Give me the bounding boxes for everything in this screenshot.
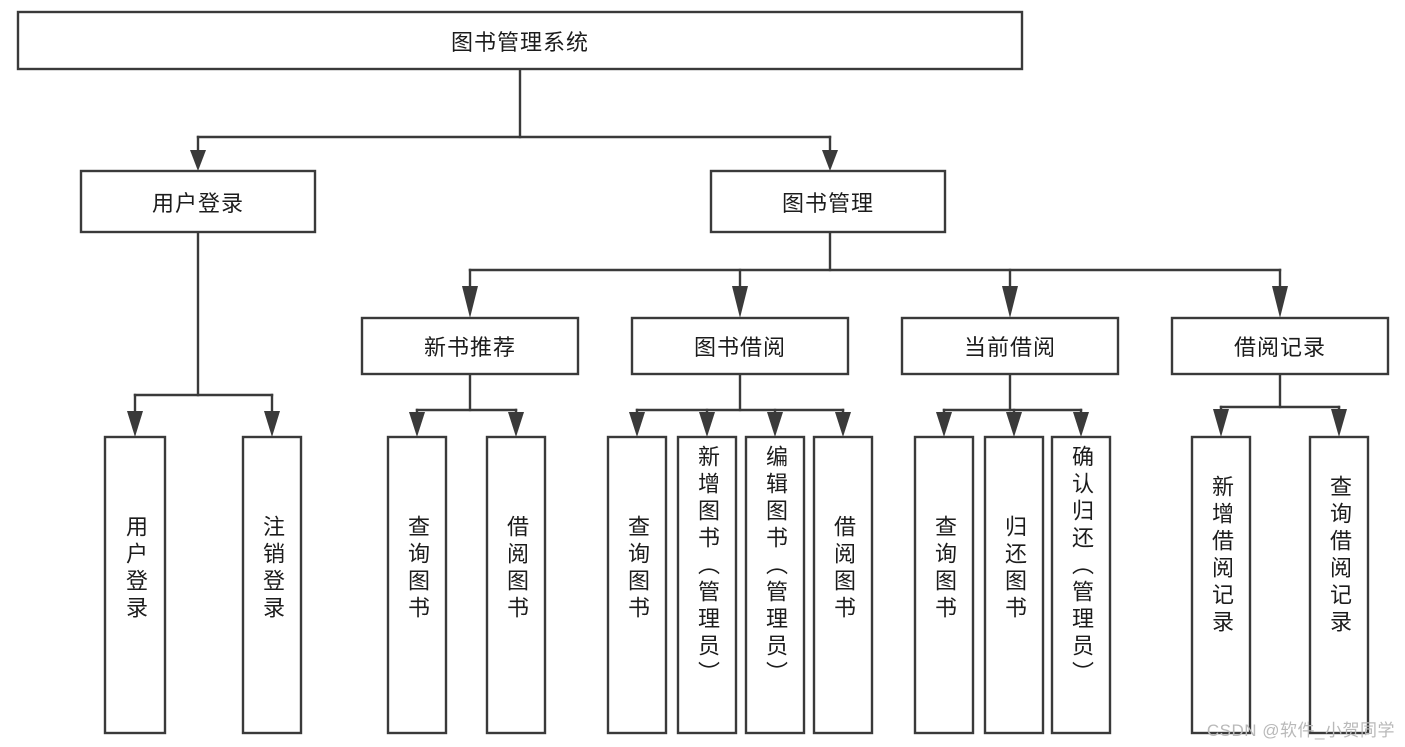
arrow-to-user-logout-action [264,411,280,437]
node-box-root[interactable] [16,10,1024,71]
node-label-records-add: 新增借阅记录 [1192,437,1250,733]
node-label-borrow-add-book: 新增图书（管理员） [678,437,736,733]
connector-group-borrow-records [1213,372,1347,437]
node-box-current-confirm-return[interactable] [1050,435,1112,735]
arrow-to-recommend-borrow-book [508,412,524,437]
connector-group-root [190,67,838,171]
arrow-to-current-return-book [1006,412,1022,437]
node-label-current-confirm-return: 确认归还（管理员） [1052,437,1110,733]
node-box-records-query[interactable] [1308,435,1370,735]
node-box-user-login-action[interactable] [103,435,167,735]
arrow-to-borrow-add-book [699,412,715,437]
arrow-to-book-borrow [732,286,748,318]
node-box-user-login[interactable] [79,169,317,234]
node-box-current-return-book[interactable] [983,435,1045,735]
node-label-borrow-borrow-book: 借阅图书 [814,437,872,733]
node-label-borrow-query-book: 查询图书 [608,437,666,733]
node-label-text: 借阅图书 [504,515,529,623]
arrow-root-to-book-management [822,150,838,171]
node-label-text: 新增图书（管理员） [695,445,720,688]
node-box-user-logout-action[interactable] [241,435,303,735]
node-label-text: 查询图书 [625,515,650,623]
node-box-book-borrow[interactable] [630,316,850,376]
node-label-text: 新增借阅记录 [1209,475,1234,637]
node-label-text: 编辑图书（管理员） [763,445,788,688]
node-label-current-query-book: 查询图书 [915,437,973,733]
node-label-text: 用户登录 [123,515,148,623]
node-label-text: 借阅图书 [831,515,856,623]
connector-group-book-borrow [629,372,851,437]
node-label-borrow-edit-book: 编辑图书（管理员） [746,437,804,733]
node-box-recommend-borrow-book[interactable] [485,435,547,735]
node-box-new-book-recommend[interactable] [360,316,580,376]
node-box-current-borrow[interactable] [900,316,1120,376]
node-box-borrow-records[interactable] [1170,316,1390,376]
connector-group-user-login [127,230,280,437]
arrow-to-borrow-records [1272,286,1288,318]
arrow-to-borrow-query-book [629,412,645,437]
arrow-to-records-add [1213,409,1229,437]
arrow-to-current-borrow [1002,286,1018,318]
connector-group-current-borrow [936,372,1089,437]
node-box-recommend-query-book[interactable] [386,435,448,735]
node-label-records-query: 查询借阅记录 [1310,437,1368,733]
node-label-user-login-action: 用户登录 [105,437,165,733]
arrow-to-borrow-edit-book [767,412,783,437]
node-box-borrow-query-book[interactable] [606,435,668,735]
node-box-current-query-book[interactable] [913,435,975,735]
node-label-text: 查询图书 [405,515,430,623]
node-label-recommend-query-book: 查询图书 [388,437,446,733]
node-label-text: 注销登录 [260,515,285,623]
arrow-to-recommend-query-book [409,412,425,437]
node-label-text: 归还图书 [1002,515,1027,623]
arrow-to-current-confirm-return [1073,412,1089,437]
arrow-to-borrow-borrow-book [835,412,851,437]
connector-group-new-book-recommend [409,372,524,437]
node-box-borrow-add-book[interactable] [676,435,738,735]
node-label-text: 查询图书 [932,515,957,623]
node-box-records-add[interactable] [1190,435,1252,735]
node-label-text: 确认归还（管理员） [1069,445,1094,688]
node-label-text: 查询借阅记录 [1327,475,1352,637]
arrow-to-user-login-action [127,411,143,437]
node-label-recommend-borrow-book: 借阅图书 [487,437,545,733]
node-label-current-return-book: 归还图书 [985,437,1043,733]
arrow-to-new-book-recommend [462,286,478,318]
arrow-root-to-user-login [190,150,206,171]
connector-group-book-management [462,230,1288,318]
node-box-borrow-borrow-book[interactable] [812,435,874,735]
node-box-borrow-edit-book[interactable] [744,435,806,735]
arrow-to-records-query [1331,409,1347,437]
csdn-watermark: CSDN @软件_小贺同学 [1206,721,1395,740]
node-box-book-management[interactable] [709,169,947,234]
node-label-user-logout-action: 注销登录 [243,437,301,733]
arrow-to-current-query-book [936,412,952,437]
